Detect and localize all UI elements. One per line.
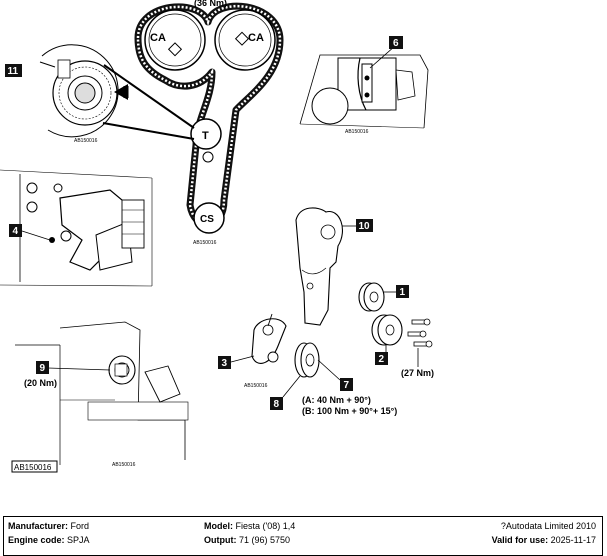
camshaft-right-label: CA xyxy=(248,32,264,44)
output-value: 71 (96) 5750 xyxy=(239,535,291,545)
tensioner-label: T xyxy=(202,130,209,142)
tensioner-bolts xyxy=(407,318,433,367)
torque-item7-a: (A: 40 Nm + 90°) xyxy=(302,395,371,405)
camshaft-pulley-right: CA xyxy=(214,9,276,71)
callout-10: 10 xyxy=(359,221,371,232)
figure-code-detail-11: AB150016 xyxy=(74,138,98,144)
detail-6-camshaft-area: 6 AB150016 xyxy=(299,36,429,135)
timing-belt-diagram: CA CA T CS (36 Nm) AB150016 xyxy=(0,0,434,473)
crankshaft-pulley: CS xyxy=(193,202,225,234)
engine-label: Engine code: xyxy=(8,535,65,545)
model-label: Model: xyxy=(204,521,233,531)
callout-1: 1 xyxy=(400,287,406,298)
valid-field: Valid for use: 2025-11-17 xyxy=(492,535,596,545)
callout-2: 2 xyxy=(379,354,385,365)
top-torque-label: (36 Nm) xyxy=(194,0,227,8)
detail-4-engine-block: 4 xyxy=(0,169,153,287)
callout-11: 11 xyxy=(8,66,19,77)
manufacturer-field: Manufacturer: Ford xyxy=(8,521,89,531)
figure-code-detail-9: AB150016 xyxy=(244,383,268,389)
detail-3-engine-mount: 9 (20 Nm) AB150016 AB150016 xyxy=(11,321,189,473)
callout-8: 8 xyxy=(274,399,280,410)
timing-belt-assembly: CA CA T CS (36 Nm) AB150016 xyxy=(134,0,284,246)
camshaft-left-label: CA xyxy=(150,32,166,44)
camshaft-pulley-left: CA xyxy=(144,9,206,71)
detail-11-tensioner: 11 AB150016 xyxy=(5,44,195,144)
figure-code-detail-6: AB150016 xyxy=(345,129,369,135)
tensioner-pulley: T xyxy=(190,118,222,163)
vehicle-info-footer: Manufacturer: Ford Model: Fiesta ('08) 1… xyxy=(3,516,603,556)
model-field: Model: Fiesta ('08) 1,4 xyxy=(204,521,295,531)
valid-value: 2025-11-17 xyxy=(550,535,596,545)
output-label: Output: xyxy=(204,535,237,545)
callout-7: 7 xyxy=(344,380,350,391)
copyright: ?Autodata Limited 2010 xyxy=(500,521,596,531)
valid-label: Valid for use: xyxy=(491,535,549,545)
engine-field: Engine code: SPJA xyxy=(8,535,90,545)
figure-code-framed: AB150016 xyxy=(14,463,52,472)
model-value: Fiesta ('08) 1,4 xyxy=(235,521,296,531)
torque-item3: (20 Nm) xyxy=(24,378,57,388)
callout-4: 4 xyxy=(13,226,19,237)
callout-3: 9 xyxy=(40,363,46,374)
manufacturer-value: Ford xyxy=(70,521,90,531)
manufacturer-label: Manufacturer: xyxy=(8,521,69,531)
torque-item7-b: (B: 100 Nm + 90°+ 15°) xyxy=(302,406,397,416)
figure-code-detail-3: AB150016 xyxy=(112,462,136,468)
crankshaft-label: CS xyxy=(200,214,214,225)
torque-item2: (27 Nm) xyxy=(401,368,434,378)
engine-value: SPJA xyxy=(67,535,90,545)
callout-9: 3 xyxy=(222,358,228,369)
figure-code-main: AB150016 xyxy=(193,240,217,246)
callout-6: 6 xyxy=(393,38,399,49)
exploded-parts: 10 1 2 (27 Nm) 3 AB1500 xyxy=(218,207,434,416)
output-field: Output: 71 (96) 5750 xyxy=(204,535,290,545)
